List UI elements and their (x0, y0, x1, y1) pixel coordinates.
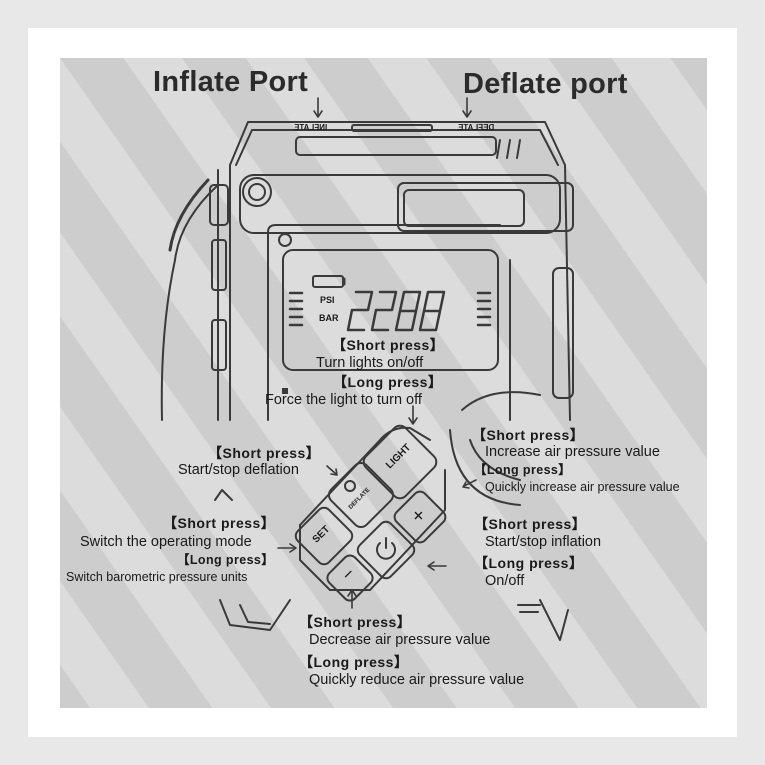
plus-long-head: 【Long press】 (474, 463, 572, 477)
power-long-text: On/off (485, 573, 525, 589)
battery-icon (312, 275, 344, 288)
light-short-text: Turn lights on/off (316, 355, 424, 371)
striped-background (60, 58, 707, 708)
deflate-button (327, 461, 395, 529)
diagram-panel (60, 58, 707, 708)
set-button (294, 506, 354, 566)
minus-short-head: 【Short press】 (299, 614, 412, 630)
deflate-short-text: Start/stop deflation (178, 462, 299, 478)
set-short-head: 【Short press】 (163, 515, 276, 531)
set-short-text: Switch the operating mode (80, 534, 252, 550)
power-button (356, 520, 416, 580)
deflate-callout-arrow (326, 465, 337, 475)
deflate-short-head: 【Short press】 (208, 445, 321, 461)
power-icon (376, 542, 396, 560)
small-screw (278, 233, 292, 247)
handle-bar (397, 182, 574, 232)
light-long-text: Force the light to turn off (265, 392, 422, 408)
minus-short-text: Decrease air pressure value (309, 632, 491, 648)
unit-bar-label: BAR (319, 313, 339, 323)
plus-long-text: Quickly increase air pressure value (485, 480, 680, 494)
power-short-text: Start/stop inflation (485, 534, 602, 550)
minus-button (326, 554, 374, 602)
deflate-port-title: Deflate port (463, 68, 628, 100)
lcd-display (282, 249, 499, 371)
device-upper-band (239, 174, 561, 234)
port-slot (295, 136, 497, 156)
device-top-outline (229, 121, 566, 166)
set-long-head: 【Long press】 (177, 553, 275, 567)
unit-psi-label: PSI (320, 295, 335, 305)
round-knob (242, 177, 272, 207)
light-short-head: 【Short press】 (332, 337, 445, 353)
power-short-head: 【Short press】 (474, 516, 587, 532)
inflate-port-title: Inflate Port (153, 66, 309, 98)
plus-button (393, 490, 447, 544)
deflate-marking: DEFLATE (458, 123, 495, 132)
light-long-head: 【Long press】 (333, 374, 443, 390)
plus-short-head: 【Short press】 (472, 427, 585, 443)
set-long-text: Switch barometric pressure units (66, 570, 248, 584)
deflate-icon (344, 480, 356, 492)
minus-long-head: 【Long press】 (299, 654, 409, 670)
lcd-digits (346, 290, 446, 332)
plus-short-text: Increase air pressure value (485, 444, 660, 460)
light-button (362, 424, 438, 500)
power-long-head: 【Long press】 (474, 555, 584, 571)
plus-callout-arrow (463, 479, 477, 487)
minus-long-text: Quickly reduce air pressure value (309, 672, 525, 688)
inflate-marking: INFLATE (294, 123, 328, 132)
